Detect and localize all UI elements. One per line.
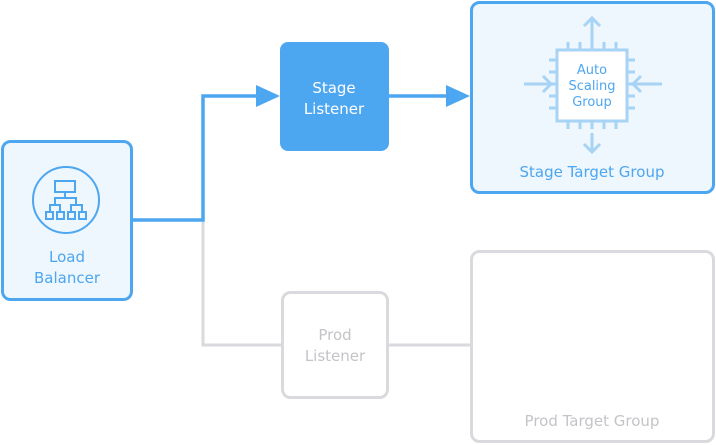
asg-label: Auto (577, 63, 607, 78)
arrow-head (446, 85, 470, 107)
asg-label: Group (572, 95, 612, 110)
stage-target-group-label: Stage Target Group (520, 163, 665, 181)
load-balancer-label: Balancer (34, 269, 101, 287)
stage-listener-node[interactable]: Stage Listener (280, 42, 389, 151)
prod-connectors (201, 220, 471, 347)
arrow-head (256, 85, 280, 107)
prod-listener-label: Listener (305, 347, 366, 365)
load-balancer-label: Load (49, 248, 85, 266)
prod-target-group-node[interactable]: Prod Target Group (470, 250, 715, 443)
load-balancer-node[interactable]: Load Balancer (1, 140, 133, 301)
prod-listener-node[interactable]: Prod Listener (281, 291, 389, 399)
stage-listener-label: Stage (312, 79, 355, 97)
stage-connectors (132, 94, 450, 222)
stage-target-group-node[interactable]: Auto Scaling Group Stage Target Group (470, 1, 715, 194)
scale-arrows-icon (524, 15, 662, 155)
network-hierarchy-icon (32, 166, 100, 234)
prod-listener-label: Prod (318, 326, 351, 344)
chip-icon (549, 42, 635, 129)
asg-label: Scaling (568, 79, 615, 94)
stage-listener-label: Listener (304, 100, 365, 118)
prod-target-group-label: Prod Target Group (525, 412, 660, 430)
